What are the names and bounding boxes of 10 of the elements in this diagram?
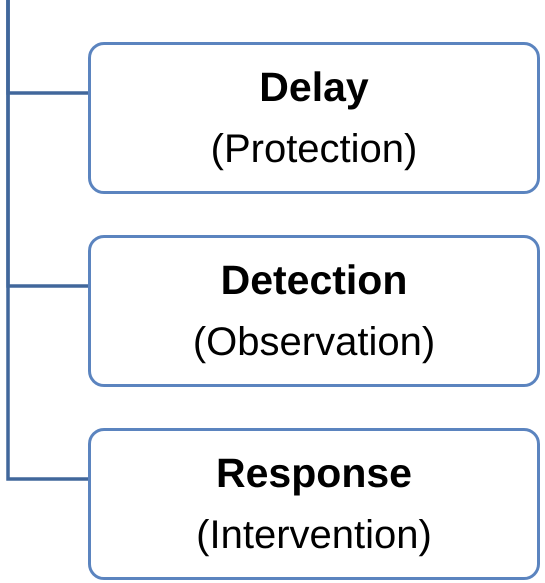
box-subtitle: (Observation) bbox=[192, 318, 436, 366]
connector-line bbox=[6, 0, 88, 481]
box-title: Detection bbox=[220, 256, 408, 306]
box-subtitle: (Intervention) bbox=[196, 512, 432, 559]
box-title: Delay bbox=[259, 63, 369, 112]
box-subtitle: (Protection) bbox=[210, 126, 418, 173]
process-box bbox=[88, 235, 540, 387]
box-title: Response bbox=[216, 449, 412, 498]
process-box bbox=[88, 42, 540, 194]
process-box bbox=[88, 428, 540, 580]
